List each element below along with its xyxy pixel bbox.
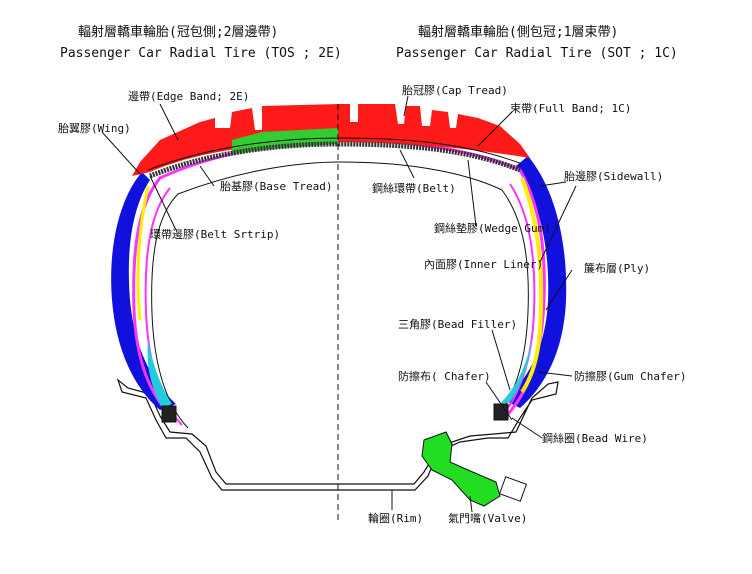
wedge-gum-right (520, 177, 544, 394)
right-title-en: Passenger Car Radial Tire (SOT ; 1C) (396, 46, 678, 61)
label-full-band: 束帶(Full Band; 1C) (510, 102, 631, 115)
ply-inner-right (499, 183, 536, 419)
left-title-en: Passenger Car Radial Tire (TOS ; 2E) (60, 46, 342, 61)
label-gum-chafer: 防擦膠(Gum Chafer) (574, 369, 686, 383)
sidewall-right (504, 156, 567, 408)
label-rim: 輪圈(Rim) (368, 511, 423, 525)
label-wing: 胎翼膠(Wing) (58, 121, 131, 135)
leader-lines (101, 95, 577, 513)
label-inner-liner: 內面膠(Inner Liner) (424, 258, 543, 271)
label-wedge-gum: 鋼絲墊膠(Wedge Gum) (434, 221, 551, 235)
bead-wire-right (493, 403, 509, 421)
right-title-cn: 輻射層轎車輪胎(側包冠;1層束帶) (418, 24, 618, 40)
label-chafer: 防擦布( Chafer) (398, 369, 491, 383)
belt-band (149, 141, 521, 179)
label-bead-filler: 三角膠(Bead Filler) (398, 318, 517, 331)
label-ply: 簾布層(Ply) (584, 261, 650, 275)
label-valve: 氣門嘴(Valve) (448, 511, 527, 525)
rim (116, 378, 559, 491)
bead-filler-right (500, 336, 532, 404)
wedge-gum-left (136, 185, 150, 321)
inner-liner (151, 161, 529, 429)
label-base-tread: 胎基膠(Base Tread) (220, 179, 332, 193)
bead-filler-left (147, 340, 172, 408)
valve-cap (498, 476, 528, 502)
left-title-cn: 輻射層轎車輪胎(冠包側;2層邊帶) (78, 24, 278, 40)
label-edge-band: 邊帶(Edge Band; 2E) (128, 89, 249, 103)
label-cap-tread: 胎冠膠(Cap Tread) (402, 83, 508, 97)
sidewall-left (111, 172, 176, 410)
belt-edge (147, 137, 523, 171)
label-sidewall: 胎邊膠(Sidewall) (564, 169, 663, 183)
valve-body (421, 431, 501, 507)
bead-wire-left (161, 405, 177, 423)
label-belt: 鋼絲環帶(Belt) (372, 181, 456, 195)
label-bead-wire: 鋼絲圈(Bead Wire) (542, 431, 648, 445)
label-belt-strip: 環帶邊膠(Belt Srtrip) (150, 227, 280, 241)
